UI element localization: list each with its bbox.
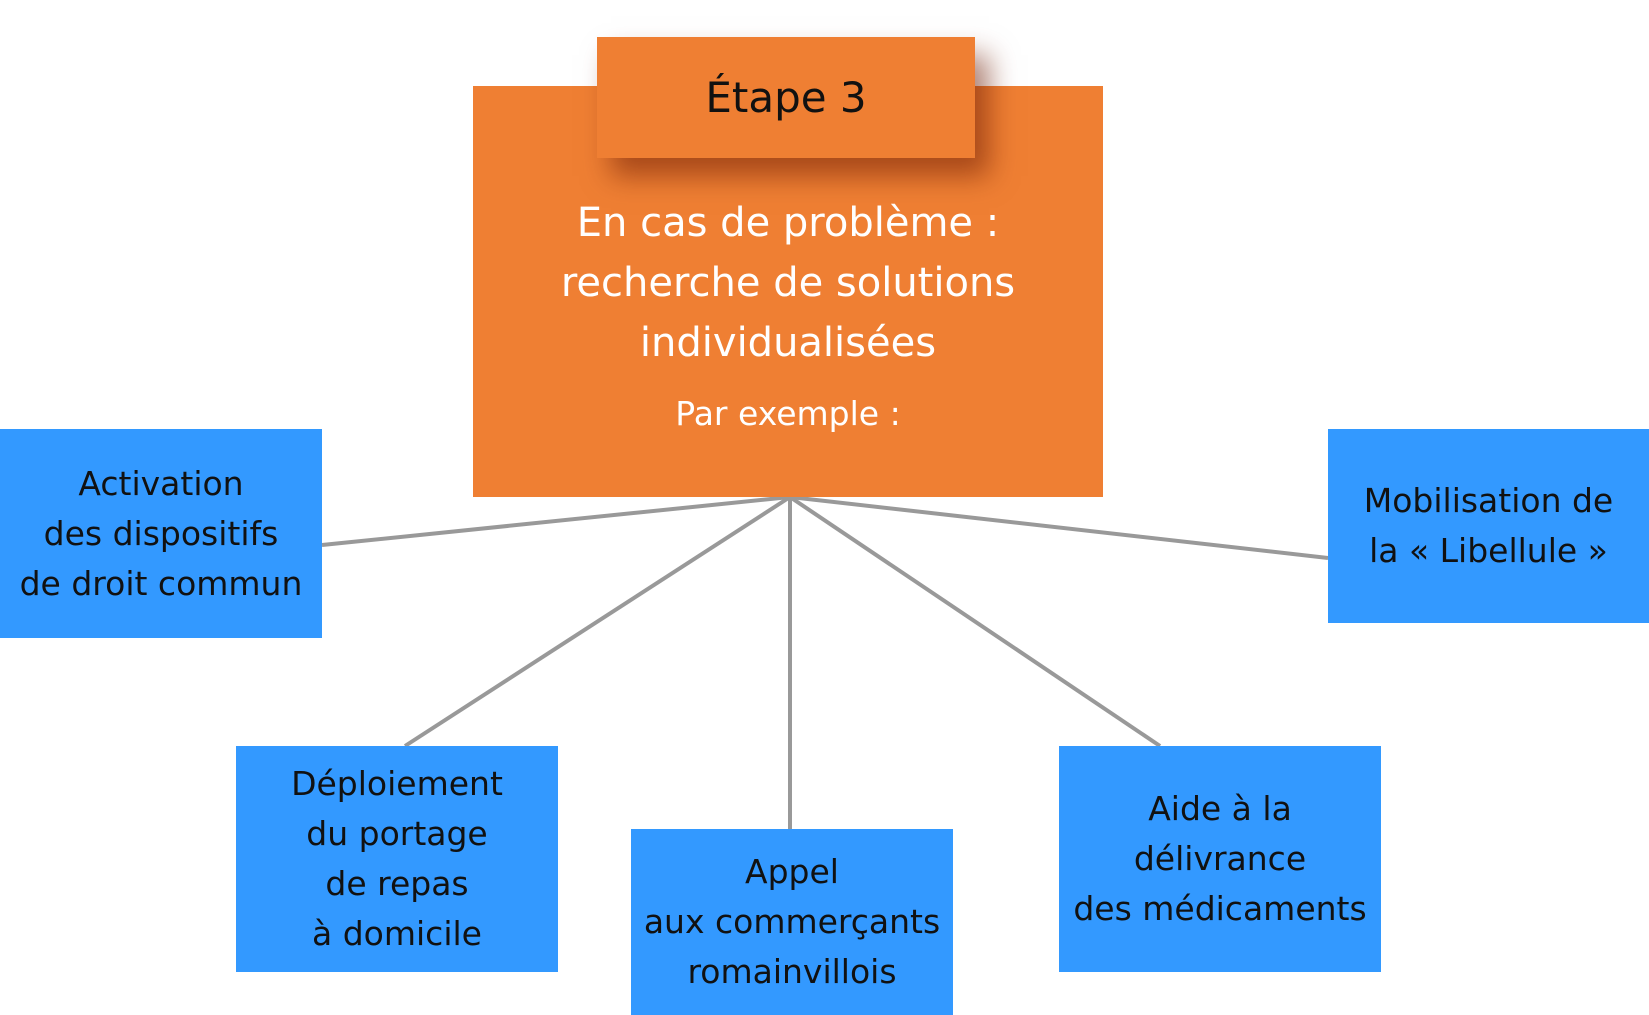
leaf-commercants: Appel aux commerçants romainvillois [631, 829, 953, 1015]
leaf-line: Aide à la [1148, 789, 1292, 828]
leaf-line: des médicaments [1073, 889, 1367, 928]
leaf-line: du portage [306, 814, 488, 853]
main-title: En cas de problème : recherche de soluti… [473, 193, 1103, 373]
leaf-line: à domicile [312, 914, 482, 953]
leaf-line: de droit commun [19, 563, 303, 603]
leaf-line: Mobilisation de [1363, 481, 1614, 520]
leaf-portage-repas: Déploiement du portage de repas à domici… [236, 746, 558, 972]
main-title-line: individualisées [639, 320, 937, 366]
connector-portage-repas [403, 495, 792, 748]
leaf-line: la « Libellule » [1369, 531, 1608, 570]
connector-libellule [789, 495, 1329, 560]
leaf-droit-commun: Activation des dispositifs de droit comm… [0, 429, 322, 638]
leaf-line: des dispositifs [43, 513, 279, 553]
leaf-line: Déploiement [291, 764, 503, 803]
leaf-libellule: Mobilisation de la « Libellule » [1328, 429, 1649, 623]
main-title-line: recherche de solutions [560, 260, 1016, 306]
leaf-medicaments: Aide à la délivrance des médicaments [1059, 746, 1381, 972]
leaf-line: Appel [745, 852, 839, 891]
leaf-line: délivrance [1133, 839, 1307, 878]
leaf-line: aux commerçants [643, 902, 941, 941]
connector-droit-commun [321, 495, 791, 547]
main-subtitle: Par exemple : [675, 394, 901, 433]
leaf-line: Activation [78, 463, 244, 503]
step-label-tab: Étape 3 [597, 37, 975, 158]
leaf-line: romainvillois [687, 952, 897, 991]
leaf-line: de repas [325, 864, 469, 903]
connector-medicaments [788, 495, 1162, 748]
main-title-line: En cas de problème : [576, 200, 1000, 246]
